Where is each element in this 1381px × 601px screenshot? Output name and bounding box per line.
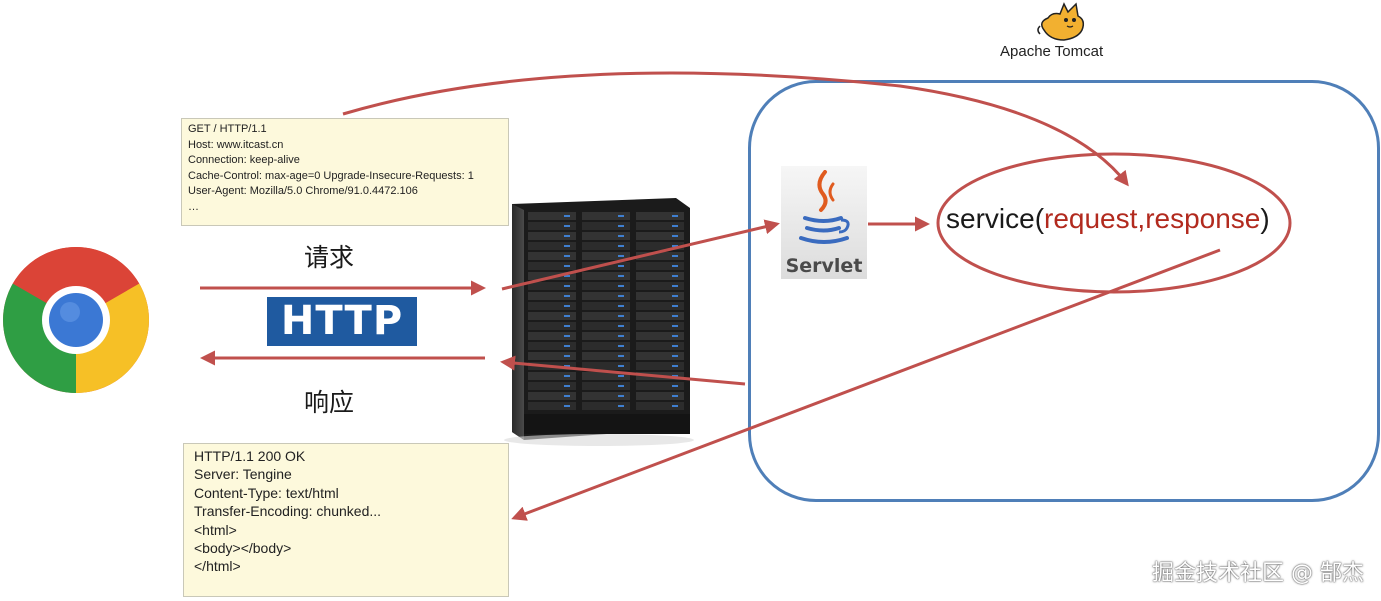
java-cup-icon	[799, 170, 850, 244]
service-params: request,response	[1044, 203, 1261, 234]
request-line: User-Agent: Mozilla/5.0 Chrome/91.0.4472…	[188, 185, 418, 197]
rack-led	[672, 225, 678, 227]
rack-led	[672, 385, 678, 387]
request-line: …	[188, 200, 199, 213]
rack-unit	[528, 212, 576, 220]
rack-led	[618, 315, 624, 317]
http-response-note: HTTP/1.1 200 OK Server: Tengine Content-…	[183, 443, 509, 597]
rack-led	[618, 275, 624, 277]
rack-led	[564, 295, 570, 297]
rack-led	[618, 225, 624, 227]
tomcat-label: Apache Tomcat	[1000, 43, 1104, 60]
rack-unit	[582, 212, 630, 220]
http-logo: HTTP	[267, 297, 417, 346]
rack-led	[618, 245, 624, 247]
rack-led	[618, 325, 624, 327]
rack-led	[564, 405, 570, 407]
tomcat-container	[748, 80, 1380, 502]
rack-led	[672, 285, 678, 287]
request-line: Connection: keep-alive	[188, 154, 300, 166]
rack-led	[564, 255, 570, 257]
service-method: service(request,response)	[946, 203, 1270, 235]
rack-led	[672, 235, 678, 237]
response-line: <html>	[194, 521, 237, 538]
server-rack-icon	[504, 198, 694, 446]
response-line: Transfer-Encoding: chunked...	[194, 503, 382, 520]
http-request-note: GET / HTTP/1.1 Host: www.itcast.cn Conne…	[181, 118, 509, 226]
service-suffix: )	[1260, 203, 1270, 234]
rack-led	[672, 365, 678, 367]
rack-led	[564, 345, 570, 347]
rack-led	[672, 395, 678, 397]
rack-led	[672, 315, 678, 317]
response-line: Content-Type: text/html	[194, 484, 339, 501]
rack-led	[564, 305, 570, 307]
rack-led	[672, 375, 678, 377]
rack-led	[564, 275, 570, 277]
rack-led	[672, 335, 678, 337]
request-line: Cache-Control: max-age=0 Upgrade-Insecur…	[188, 169, 474, 182]
rack-led	[618, 405, 624, 407]
request-line: GET / HTTP/1.1	[188, 123, 267, 135]
rack-led	[672, 255, 678, 257]
rack-led	[618, 395, 624, 397]
rack-led	[564, 385, 570, 387]
tomcat-cat-icon	[1037, 2, 1085, 41]
rack-led	[564, 315, 570, 317]
rack-led	[618, 215, 624, 217]
rack-led	[672, 405, 678, 407]
rack-led	[564, 285, 570, 287]
servlet-card: Servlet	[781, 166, 867, 279]
rack-led	[618, 365, 624, 367]
rack-led	[564, 355, 570, 357]
rack-led	[672, 305, 678, 307]
rack-led	[672, 325, 678, 327]
response-line: <body></body>	[194, 540, 292, 557]
rack-led	[564, 265, 570, 267]
rack-led	[618, 255, 624, 257]
response-line: HTTP/1.1 200 OK	[194, 448, 306, 464]
rack-led	[564, 395, 570, 397]
rack-led	[618, 235, 624, 237]
rack-led	[618, 385, 624, 387]
rack-unit	[636, 212, 684, 220]
rack-led	[672, 265, 678, 267]
rack-led	[672, 215, 678, 217]
rack-led	[618, 345, 624, 347]
rack-led	[618, 305, 624, 307]
rack-led	[618, 295, 624, 297]
rack-led	[672, 295, 678, 297]
rack-led	[564, 235, 570, 237]
response-line: Server: Tengine	[194, 466, 292, 483]
rack-led	[672, 355, 678, 357]
rack-led	[672, 275, 678, 277]
response-label: 响应	[304, 388, 355, 417]
request-line: Host: www.itcast.cn	[188, 138, 284, 151]
chrome-icon	[3, 247, 149, 393]
rack-led	[618, 335, 624, 337]
rack-led	[564, 325, 570, 327]
rack-led	[618, 285, 624, 287]
rack-led	[564, 225, 570, 227]
rack-led	[618, 355, 624, 357]
response-line: </html>	[194, 558, 241, 575]
rack-led	[564, 375, 570, 377]
rack-led	[564, 215, 570, 217]
rack-led	[564, 335, 570, 337]
service-prefix: service(	[946, 203, 1045, 234]
request-label: 请求	[304, 243, 355, 272]
servlet-label: Servlet	[785, 255, 863, 277]
rack-led	[672, 345, 678, 347]
rack-led	[672, 245, 678, 247]
rack-led	[564, 365, 570, 367]
rack-led	[618, 265, 624, 267]
watermark: 掘金技术社区 @ 郜杰	[1152, 561, 1364, 586]
rack-led	[618, 375, 624, 377]
rack-led	[564, 245, 570, 247]
